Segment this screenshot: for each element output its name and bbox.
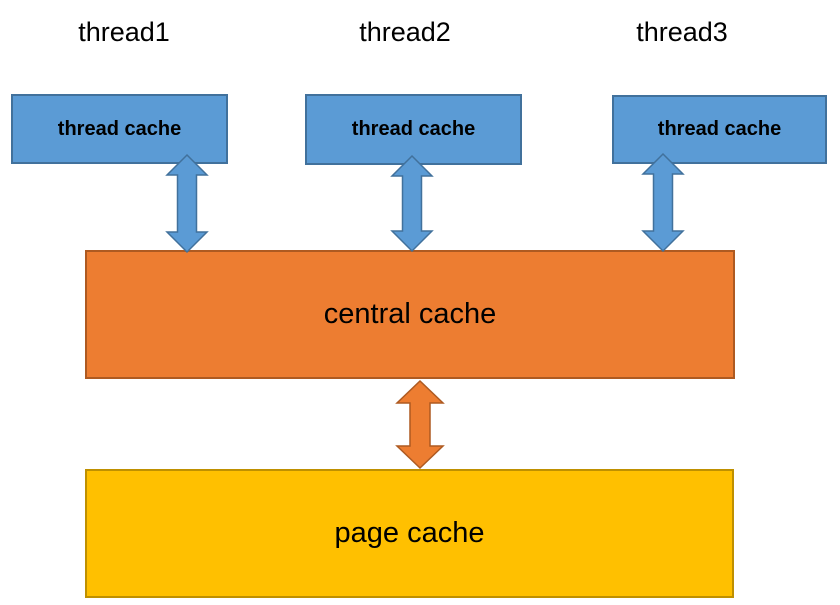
thread-cache-2-label: thread cache: [351, 118, 476, 140]
central-cache-box: central cache: [85, 250, 735, 379]
thread-cache-3-label: thread cache: [657, 118, 782, 140]
thread-cache-3-box: thread cache: [612, 95, 827, 164]
page-cache-box: page cache: [85, 469, 734, 598]
double-arrow-thread1-central: [165, 153, 209, 254]
thread2-label: thread2: [359, 17, 451, 47]
thread3-label: thread3: [636, 17, 728, 47]
thread-cache-2-box: thread cache: [305, 94, 522, 165]
thread-cache-1-label: thread cache: [57, 117, 182, 140]
thread1-label: thread1: [78, 17, 170, 47]
double-arrow-central-page: [395, 379, 445, 470]
thread-cache-1-box: thread cache: [11, 94, 228, 164]
page-cache-label: page cache: [334, 517, 485, 549]
double-arrow-thread2-central: [390, 154, 434, 253]
central-cache-label: central cache: [323, 298, 497, 330]
double-arrow-thread3-central: [641, 152, 685, 253]
